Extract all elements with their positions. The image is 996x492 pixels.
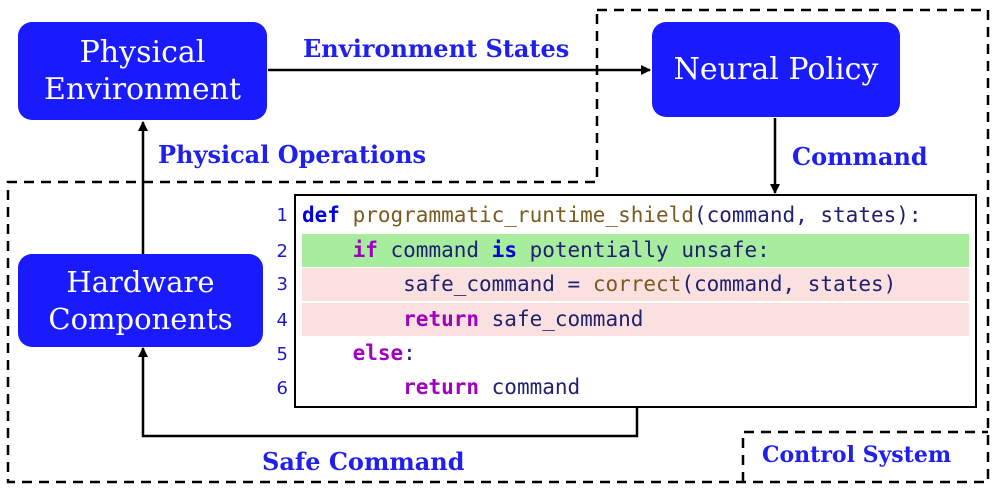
code-token: if (352, 238, 378, 262)
code-token (302, 238, 353, 262)
code-token: potentially unsafe: (516, 238, 770, 262)
code-token: return (403, 307, 480, 331)
code-token (340, 203, 353, 227)
code-token (302, 375, 403, 399)
code-line: return command (302, 371, 969, 404)
node-hardware-components-line1: Hardware (66, 265, 215, 300)
control-system-region (6, 8, 990, 484)
label-physical-operations: Physical Operations (158, 140, 427, 169)
code-line: def programmatic_runtime_shield(command,… (302, 199, 969, 232)
code-token: else (352, 341, 404, 365)
node-physical-environment: Physical Environment (18, 22, 267, 120)
code-token: command (377, 238, 492, 262)
node-hardware-components-line2: Components (48, 301, 233, 336)
code-token: (command, states) (681, 272, 897, 296)
code-line: safe_command = correct(command, states) (302, 268, 969, 301)
code-token: return (403, 375, 480, 399)
code-token: def (302, 203, 340, 227)
control-system-label-frame (741, 430, 988, 482)
code-line: else: (302, 337, 969, 370)
code-token: command (479, 375, 581, 399)
code-token: : (403, 341, 416, 365)
label-control-system: Control System (762, 442, 952, 468)
code-token: programmatic_runtime_shield (352, 203, 694, 227)
code-token (302, 307, 403, 331)
label-safe-command: Safe Command (262, 447, 465, 476)
node-neural-policy: Neural Policy (652, 22, 900, 117)
code-token: safe_command = (403, 272, 593, 296)
line-number: 5 (276, 344, 288, 365)
node-physical-environment-line2: Environment (43, 72, 242, 107)
code-token (302, 341, 353, 365)
node-hardware-components: Hardware Components (18, 254, 263, 347)
code-token: safe_command (479, 307, 644, 331)
code-token: (command, states): (693, 203, 922, 227)
line-number: 1 (276, 205, 288, 226)
node-neural-policy-label: Neural Policy (673, 51, 879, 87)
label-environment-states: Environment States (303, 34, 570, 63)
line-number: 3 (276, 274, 288, 295)
line-number: 6 (276, 378, 288, 399)
line-number: 2 (276, 241, 288, 262)
line-number: 4 (276, 310, 288, 331)
code-block-runtime-shield: def programmatic_runtime_shield(command,… (294, 194, 977, 408)
code-token: is (491, 238, 517, 262)
code-line: if command is potentially unsafe: (302, 234, 969, 267)
arrow-safe-command (138, 347, 639, 438)
code-token: correct (592, 272, 682, 296)
label-command: Command (792, 142, 928, 171)
code-token (302, 272, 403, 296)
code-line: return safe_command (302, 303, 969, 336)
node-physical-environment-line1: Physical (79, 34, 206, 70)
